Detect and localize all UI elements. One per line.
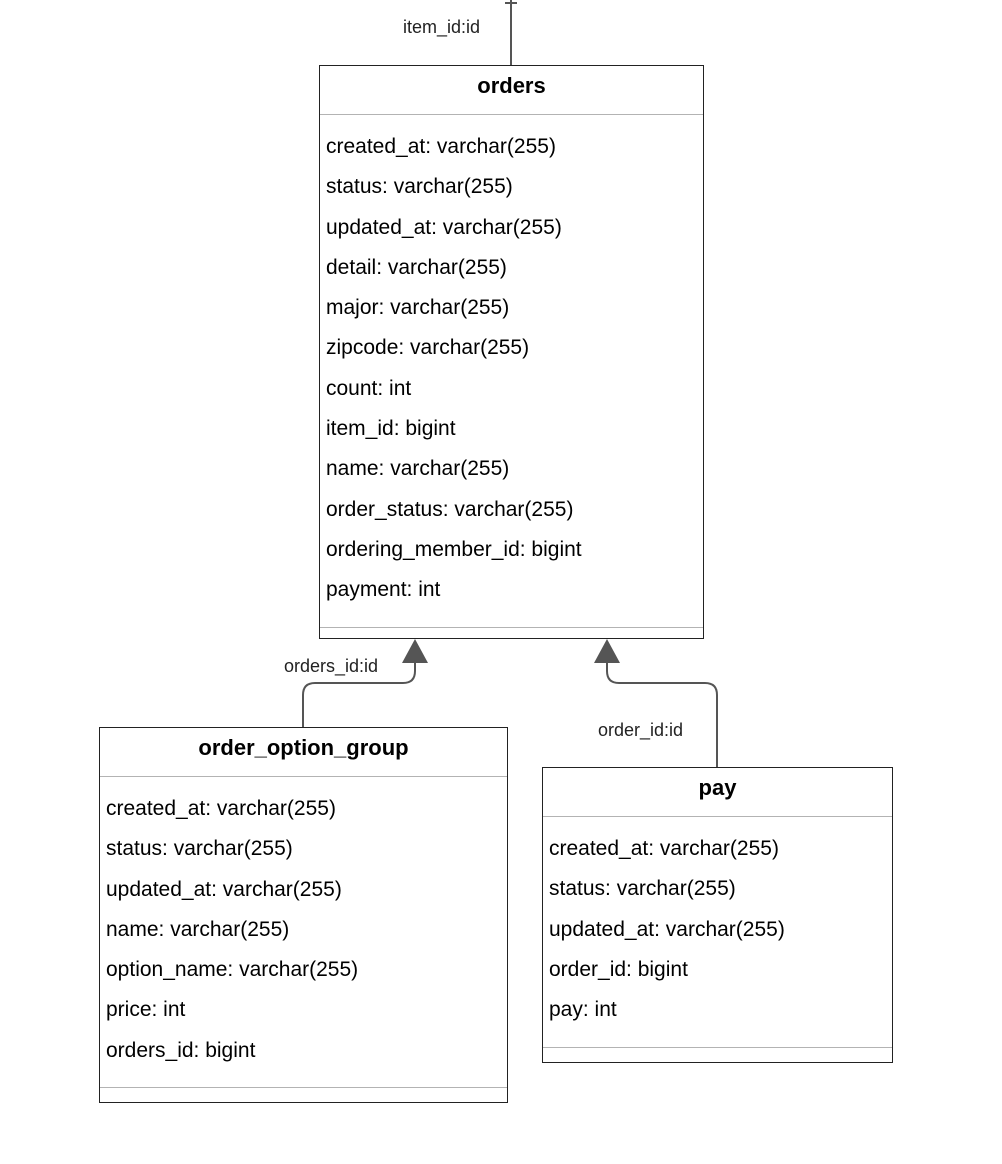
orders-attribute: status: varchar(255) (326, 175, 513, 199)
order-connector-arrowhead (594, 639, 620, 663)
item-relationship-label: item_id:id (403, 17, 480, 38)
orders-attribute: detail: varchar(255) (326, 255, 507, 279)
pay-table[interactable]: pay created_at: varchar(255) status: var… (542, 767, 893, 1063)
orders-attribute: count: int (326, 376, 412, 400)
order-connector-line (606, 663, 718, 767)
pay-attribute: updated_at: varchar(255) (549, 917, 785, 941)
item-relationship: item_id:id (403, 0, 517, 65)
orders-attribute: updated_at: varchar(255) (326, 215, 562, 239)
orders-attribute: major: varchar(255) (326, 296, 510, 320)
orders-table[interactable]: orders created_at: varchar(255) status: … (319, 65, 704, 639)
order-option-group-table[interactable]: order_option_group created_at: varchar(2… (99, 727, 508, 1103)
orders-connector-arrowhead (402, 639, 428, 663)
pay-attribute-list: created_at: varchar(255) status: varchar… (543, 817, 892, 1048)
order-option-group-attribute: updated_at: varchar(255) (106, 877, 342, 901)
pay-attribute: order_id: bigint (549, 957, 688, 981)
orders-relationship: orders_id:id (284, 639, 428, 727)
orders-table-title: orders (320, 66, 703, 115)
order-option-group-table-title: order_option_group (100, 728, 507, 777)
order-option-group-attribute: created_at: varchar(255) (106, 797, 336, 820)
orders-attribute-list: created_at: varchar(255) status: varchar… (320, 115, 703, 628)
order-option-group-attribute-list: created_at: varchar(255) status: varchar… (100, 777, 507, 1088)
order-option-group-attribute: status: varchar(255) (106, 837, 293, 861)
orders-attribute: zipcode: varchar(255) (326, 336, 530, 360)
orders-attribute: name: varchar(255) (326, 457, 510, 481)
orders-attribute: item_id: bigint (326, 417, 456, 441)
orders-attribute: payment: int (326, 578, 441, 602)
orders-relationship-label: orders_id:id (284, 656, 378, 677)
orders-attribute: order_status: varchar(255) (326, 497, 574, 521)
order-option-group-attribute: option_name: varchar(255) (106, 958, 359, 982)
order-option-group-attribute: orders_id: bigint (106, 1038, 256, 1062)
pay-attribute: created_at: varchar(255) (549, 837, 779, 860)
order-option-group-attribute: name: varchar(255) (106, 917, 290, 941)
orders-connector-line (302, 663, 416, 727)
orders-attribute: ordering_member_id: bigint (326, 537, 582, 561)
orders-attribute: created_at: varchar(255) (326, 135, 556, 158)
pay-attribute: pay: int (549, 998, 617, 1022)
pay-table-title: pay (543, 768, 892, 817)
order-relationship: order_id:id (594, 639, 718, 767)
order-option-group-attribute: price: int (106, 998, 186, 1022)
pay-attribute: status: varchar(255) (549, 877, 736, 901)
order-relationship-label: order_id:id (598, 720, 683, 741)
